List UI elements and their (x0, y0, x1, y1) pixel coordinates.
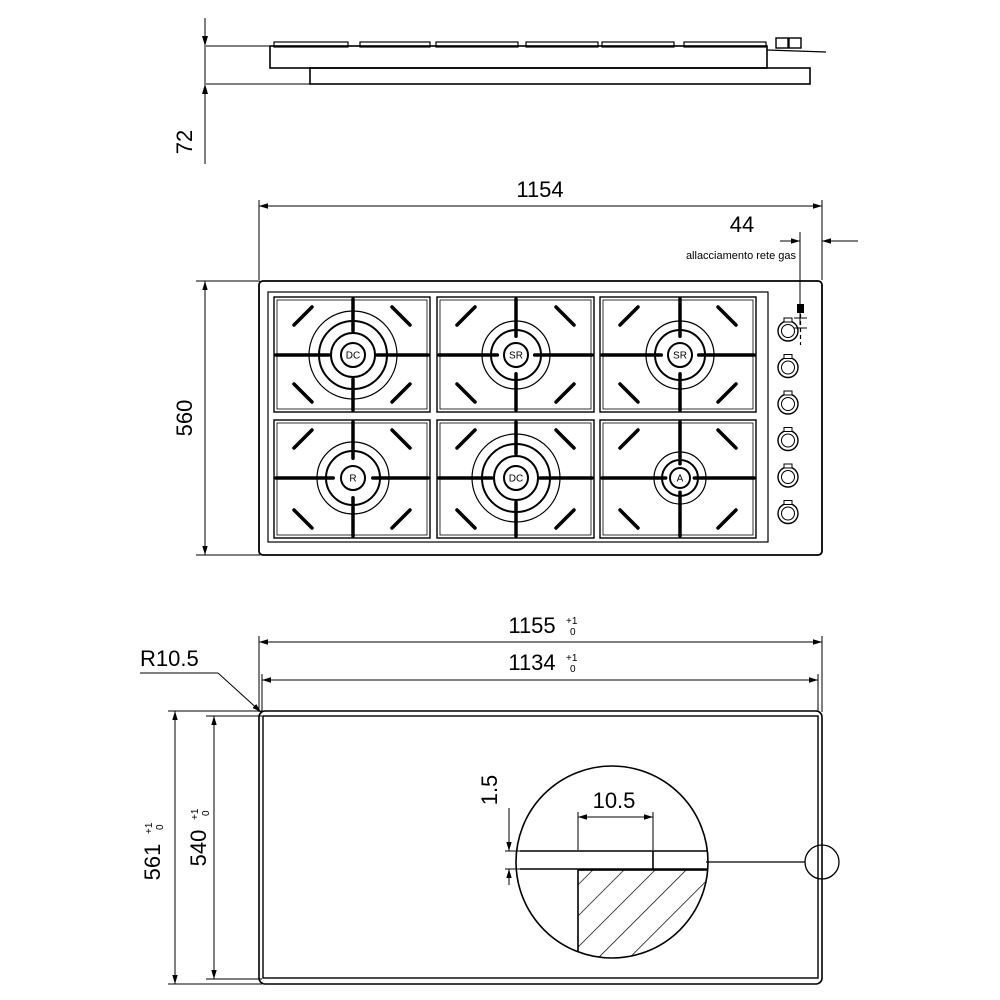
detail-thickness-dim-label: 1.5 (477, 775, 502, 806)
burner-ring (493, 455, 539, 501)
burner-5: DC (436, 419, 595, 539)
top-view: 1154 44 allacciamento rete gas 560 DC SR S… (172, 177, 858, 556)
knob-layer (777, 317, 799, 525)
gas-connection-label: allacciamento rete gas (686, 250, 797, 262)
burner-ring (481, 320, 551, 390)
burner-2: SR (436, 296, 595, 413)
cutout-inner (262, 715, 819, 979)
grate-area (267, 291, 769, 543)
radius-dim-label: R10.5 (140, 646, 199, 671)
grate-cell (273, 296, 431, 413)
burner-ring (316, 441, 390, 515)
gas-offset-dim-label: 44 (730, 212, 754, 237)
burner-ring (661, 459, 699, 497)
grate-bars (274, 420, 430, 538)
burner-ring (308, 310, 398, 400)
burner-3: SR (599, 296, 757, 413)
burner-ring (325, 450, 381, 506)
grate-bars (437, 297, 594, 412)
width-dim-label: 1154 (516, 177, 563, 202)
burner-ring (340, 465, 366, 491)
control-knob[interactable] (777, 463, 799, 488)
grate-cell (436, 296, 595, 413)
burner-ring (654, 329, 706, 381)
burner-1: DC (273, 296, 431, 413)
inner-width-tol-plus: +1 (566, 653, 578, 664)
burner-ring (503, 465, 529, 491)
depth-dim-label: 560 (172, 400, 197, 437)
inner-depth-tol-zero: 0 (201, 810, 212, 816)
burner-label: A (677, 474, 684, 485)
burner-ring (503, 342, 529, 368)
gas-connection-symbol (794, 304, 807, 345)
inner-width-dim-label: 1134 (508, 650, 555, 675)
side-knobs (766, 37, 827, 53)
outer-depth-tol-zero: 0 (155, 824, 166, 830)
burner-ring (669, 467, 691, 489)
burner-ring (481, 443, 551, 513)
grate-cell (599, 419, 757, 539)
grate-profile (273, 41, 767, 48)
grate-bars (600, 420, 756, 538)
control-knob[interactable] (777, 354, 799, 379)
cutout-view: 1155 +1 0 1134 +1 0 R10.5 561 +1 0 540 +… (140, 613, 840, 985)
burner-label: DC (346, 351, 360, 362)
control-knob[interactable] (777, 500, 799, 525)
control-knob[interactable] (777, 390, 799, 415)
burner-6: A (599, 419, 757, 539)
hob-body (309, 67, 811, 85)
height-dim-label: 72 (172, 130, 197, 154)
burner-label: SR (673, 351, 687, 362)
inner-depth-tol-plus: +1 (190, 808, 201, 820)
control-knob[interactable] (777, 317, 799, 342)
burner-ring (318, 320, 388, 390)
detail-width-dim-label: 10.5 (593, 788, 636, 813)
burner-ring (490, 329, 542, 381)
height-dimension (202, 18, 312, 164)
hob-top-plate (269, 45, 768, 69)
grate-cell (436, 419, 595, 539)
inner-depth-dim-label: 540 (186, 830, 211, 867)
burner-ring (340, 342, 366, 368)
grate-cell (599, 296, 757, 413)
burner-layer: DC SR SR R DC A (273, 296, 757, 539)
side-view: 72 (172, 18, 827, 164)
burner-ring (471, 433, 561, 523)
hob-outline (258, 280, 823, 556)
cutout-outer (258, 710, 823, 985)
outer-width-dim-label: 1155 (508, 613, 555, 638)
burner-ring (667, 342, 693, 368)
outer-depth-tol-plus: +1 (144, 822, 155, 834)
outer-width-tol-plus: +1 (566, 616, 578, 627)
burner-4: R (273, 419, 431, 539)
outer-width-tol-zero: 0 (570, 627, 576, 638)
grate-cell (273, 419, 431, 539)
burner-ring (653, 451, 707, 505)
burner-ring (330, 332, 376, 378)
burner-label: DC (509, 474, 523, 485)
outer-depth-dim-label: 561 (140, 844, 165, 881)
inner-width-tol-zero: 0 (570, 664, 576, 675)
burner-label: R (349, 474, 356, 485)
burner-ring (645, 320, 715, 390)
control-knob[interactable] (777, 427, 799, 452)
burner-label: SR (509, 351, 523, 362)
